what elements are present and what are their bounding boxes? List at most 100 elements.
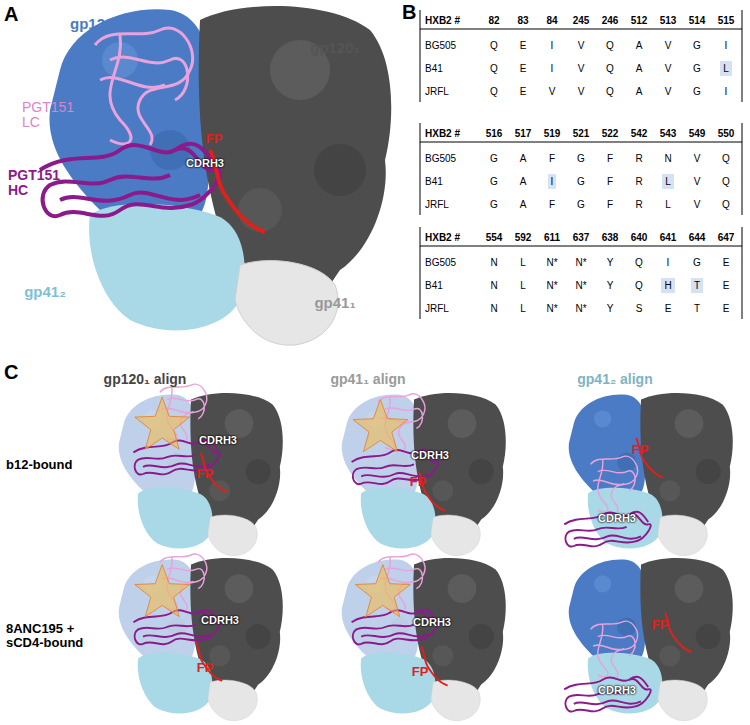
table-cell: V	[694, 199, 701, 210]
residue-number: 516	[486, 128, 503, 139]
table-cell: R	[635, 176, 642, 187]
table-cell: V	[665, 63, 672, 74]
row-title: b12-bound	[6, 458, 72, 472]
panel-c-model	[342, 393, 506, 556]
fp	[196, 641, 222, 680]
table-cell: Y	[607, 280, 614, 291]
star	[135, 565, 190, 617]
loop-label: CDRH3	[201, 614, 239, 626]
table-cell: A	[636, 63, 643, 74]
row-label: JRFL	[425, 86, 449, 97]
residue-number: 549	[689, 128, 706, 139]
fp-label: FP	[652, 618, 669, 632]
table-cell: Q	[606, 40, 614, 51]
row-label: JRFL	[425, 303, 449, 314]
table-cell: G	[577, 153, 585, 164]
table-cell: E	[520, 40, 527, 51]
table-cell: Q	[722, 176, 730, 187]
table-cell: T	[691, 278, 703, 293]
table-border	[420, 123, 421, 215]
table-cell: L	[720, 61, 732, 76]
table-cell: V	[694, 176, 701, 187]
table-cell: I	[725, 40, 728, 51]
fp-label: FP	[412, 665, 429, 679]
panel-a-model	[40, 6, 391, 345]
table-cell: Q	[490, 40, 498, 51]
table-cell: Q	[490, 86, 498, 97]
table-cell: R	[635, 153, 642, 164]
panel-c-model	[119, 554, 283, 721]
table-cell: A	[636, 86, 643, 97]
table-cell: N*	[546, 257, 557, 268]
residue-number: 550	[718, 128, 735, 139]
star	[355, 565, 410, 617]
table-cell: A	[520, 199, 527, 210]
table-cell: I	[667, 257, 670, 268]
table-cell: S	[636, 303, 643, 314]
table-cell: N	[664, 153, 671, 164]
residue-number: 554	[486, 232, 503, 243]
panel-letter: C	[4, 361, 18, 383]
table-cell: G	[490, 176, 498, 187]
table-cell: L	[665, 199, 671, 210]
table-cell: N	[490, 280, 497, 291]
loop-label: CDRH3	[413, 616, 451, 628]
fp-label: FP	[197, 661, 214, 675]
table-cell: G	[490, 153, 498, 164]
table-cell: Q	[606, 86, 614, 97]
loop-label: CDRH3	[598, 512, 636, 524]
panel-letter: B	[402, 1, 416, 23]
antibody-chain-label: PGT151 LC	[22, 100, 78, 131]
row-label: B41	[425, 280, 443, 291]
table-cell: E	[723, 257, 730, 268]
table-cell: V	[578, 86, 585, 97]
table-cell: E	[723, 280, 730, 291]
table-cell: V	[578, 63, 585, 74]
table-cell: G	[693, 40, 701, 51]
residue-number: 515	[718, 15, 735, 26]
table-cell: G	[577, 199, 585, 210]
table-cell: V	[549, 86, 556, 97]
antibody	[352, 394, 439, 484]
antibody-chain-label: PGT151 HC	[8, 168, 64, 199]
table-cell: G	[490, 199, 498, 210]
table-cell: R	[635, 199, 642, 210]
fp	[665, 613, 691, 652]
table-cell: V	[694, 153, 701, 164]
antibody	[564, 456, 651, 546]
fp-label: FP	[197, 467, 214, 481]
antibody	[564, 621, 651, 711]
table-cell: Y	[607, 303, 614, 314]
residue-number: 644	[689, 232, 706, 243]
table-cell: E	[520, 86, 527, 97]
residue-number: 638	[602, 232, 619, 243]
subunit-label: gp41₂	[24, 284, 66, 301]
antibody	[133, 554, 220, 644]
residue-number: 245	[573, 15, 590, 26]
table-cell: N	[490, 303, 497, 314]
table-cell: F	[607, 199, 613, 210]
table-cell: I	[548, 174, 557, 189]
table-cell: E	[665, 303, 672, 314]
residue-number: 84	[546, 15, 557, 26]
table-cell: L	[520, 303, 526, 314]
table-cell: G	[693, 63, 701, 74]
row-label: JRFL	[425, 199, 449, 210]
table-cell: A	[520, 176, 527, 187]
table-cell: V	[578, 40, 585, 51]
residue-number: 83	[517, 15, 528, 26]
table-cell: H	[661, 278, 674, 293]
residue-number: 82	[488, 15, 499, 26]
table-cell: A	[520, 153, 527, 164]
table-cell: G	[577, 176, 585, 187]
panel-c-model	[119, 384, 283, 555]
table-cell: V	[665, 40, 672, 51]
fp-label: FP	[206, 132, 223, 146]
fp-label: FP	[410, 475, 427, 489]
table-cell: L	[662, 174, 674, 189]
table-cell: Q	[635, 257, 643, 268]
row-label: BG505	[425, 153, 456, 164]
table-cell: Q	[722, 199, 730, 210]
residue-number: 543	[660, 128, 677, 139]
residue-number: 512	[631, 15, 648, 26]
